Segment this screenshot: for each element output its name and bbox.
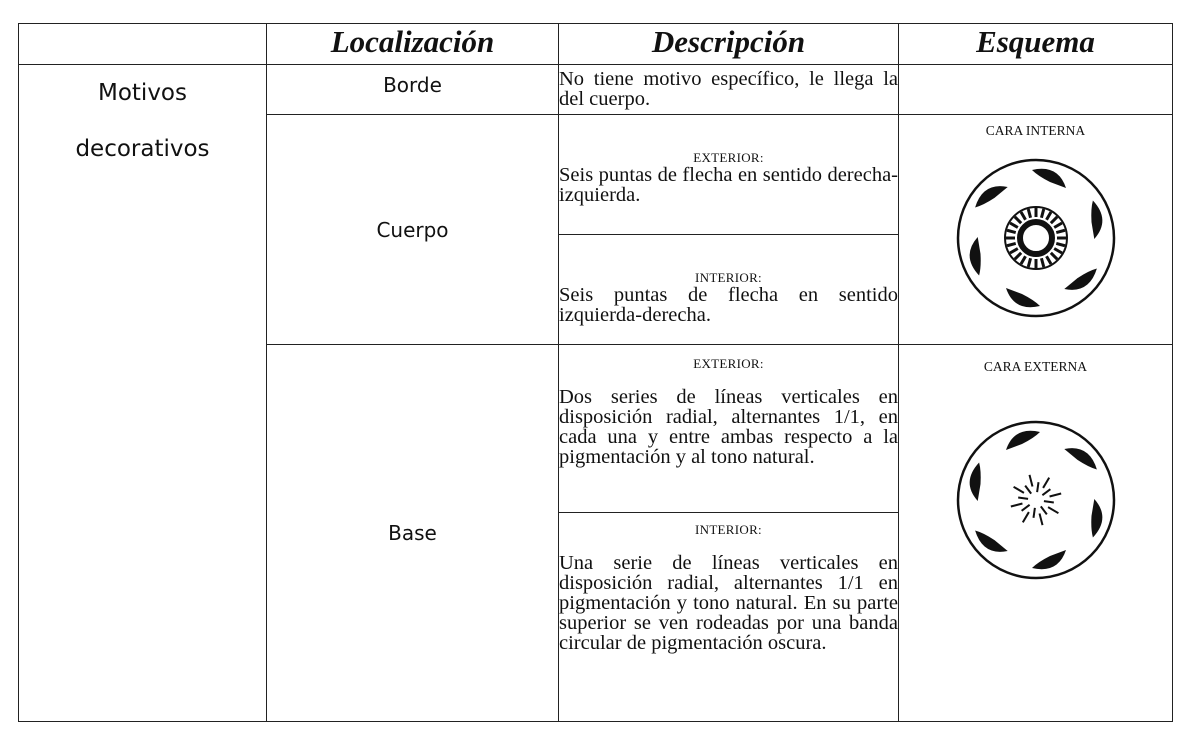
base-exterior-text: Dos series de líneas verticales en dispo…	[559, 386, 898, 468]
desc-borde: No tiene motivo específico, le llega la …	[558, 64, 899, 115]
arrowhead-motif	[974, 186, 1008, 208]
esquema-base: CARA EXTERNA	[898, 344, 1173, 722]
loc-base-text: Base	[388, 521, 437, 545]
radial-tick	[1008, 247, 1019, 255]
arrowhead-motif	[1090, 200, 1102, 239]
radial-tick	[1044, 211, 1052, 221]
motivos-decorativos-label: Motivos decorativos	[18, 64, 267, 722]
radial-tick	[1039, 208, 1045, 219]
radial-dash	[1012, 485, 1024, 494]
arrowhead-motif	[1063, 448, 1097, 470]
rosette-outer-ring	[956, 420, 1115, 580]
radial-tick	[1006, 228, 1016, 235]
arrowhead-motif	[1090, 499, 1102, 538]
arrowhead-motif	[1031, 550, 1066, 570]
radial-tick	[1049, 215, 1058, 225]
radial-dash	[1041, 477, 1050, 489]
radial-tick	[1055, 228, 1065, 235]
rosette-center-ring	[1016, 219, 1055, 257]
radial-tick	[1013, 215, 1022, 225]
arrowhead-motif	[1005, 288, 1040, 308]
header-esquema: Esquema	[898, 23, 1173, 65]
radial-dash	[1010, 502, 1023, 508]
header-descripcion: Descripción	[558, 23, 899, 65]
arrowhead-motif	[1063, 268, 1097, 290]
left-label-line1: Motivos	[98, 80, 187, 106]
radial-dash	[1035, 482, 1040, 493]
radial-tick	[1049, 251, 1058, 261]
radial-dash	[1047, 506, 1059, 515]
radial-dash	[1048, 492, 1061, 498]
header-empty-cell	[18, 23, 267, 65]
radial-dash	[1038, 513, 1043, 526]
loc-cuerpo: Cuerpo	[266, 114, 559, 345]
radial-tick	[1044, 255, 1052, 265]
base-interior-tag: INTERIOR:	[695, 522, 762, 537]
rosette-tick-ring	[1003, 206, 1068, 270]
arrowhead-motif	[1005, 430, 1040, 450]
radial-tick	[1052, 221, 1063, 229]
cuerpo-exterior-tag: EXTERIOR:	[693, 150, 764, 165]
cuerpo-exterior-text: Seis puntas de flecha en sentido derecha…	[559, 164, 898, 206]
base-exterior-tag: EXTERIOR:	[693, 356, 764, 371]
cuerpo-interior-text: Seis puntas de flecha en sentido izquier…	[559, 284, 898, 326]
desc-cuerpo-interior: INTERIOR: Seis puntas de flecha en senti…	[558, 234, 899, 345]
loc-borde-text: Borde	[383, 73, 442, 97]
loc-cuerpo-text: Cuerpo	[376, 217, 449, 242]
radial-tick	[1052, 247, 1063, 255]
desc-base-exterior: EXTERIOR: Dos series de líneas verticale…	[558, 344, 899, 513]
arrowhead-motif	[969, 462, 981, 501]
rosette-outer-ring	[956, 158, 1115, 318]
radial-dash	[1028, 474, 1033, 487]
radial-tick	[1019, 255, 1027, 265]
radial-tick	[1008, 221, 1019, 229]
radial-dash	[1023, 485, 1032, 495]
radial-tick	[1019, 211, 1027, 221]
loc-borde: Borde	[266, 64, 559, 115]
cuerpo-interior-tag: INTERIOR:	[695, 270, 762, 285]
cara-externa-caption: CARA EXTERNA	[983, 359, 1088, 374]
radial-dash	[1021, 511, 1030, 523]
header-localizacion: Localización	[266, 23, 559, 65]
radial-tick	[1039, 257, 1045, 268]
esquema-cuerpo: CARA INTERNA	[898, 114, 1173, 345]
radial-dash	[1017, 496, 1028, 500]
radial-tick	[1026, 257, 1032, 268]
radial-tick	[1055, 241, 1065, 248]
loc-base: Base	[266, 344, 559, 722]
outer-face-rosette-icon	[956, 420, 1115, 580]
desc-cuerpo-exterior: EXTERIOR: Seis puntas de flecha en senti…	[558, 114, 899, 235]
desc-base-interior: INTERIOR: Una serie de líneas verticales…	[558, 512, 899, 722]
left-label-line2: decorativos	[75, 136, 210, 162]
radial-dash	[1043, 500, 1054, 504]
radial-dash	[1039, 505, 1048, 515]
arrowhead-motif	[1031, 168, 1066, 188]
inner-face-rosette-icon	[956, 158, 1115, 318]
radial-dash	[1041, 488, 1051, 496]
radial-tick	[1013, 251, 1022, 261]
radial-tick	[1006, 241, 1016, 248]
radial-dash	[1020, 504, 1030, 512]
radial-dash	[1031, 507, 1036, 518]
base-interior-text: Una serie de líneas verticales en dispos…	[559, 552, 898, 654]
decorative-motifs-table: Localización Descripción Esquema Motivos…	[18, 23, 1173, 722]
arrowhead-motif	[969, 237, 981, 276]
arrowhead-motif	[974, 530, 1008, 552]
radial-tick	[1026, 208, 1032, 219]
cara-interna-caption: CARA INTERNA	[985, 123, 1086, 138]
esquema-borde-empty	[898, 64, 1173, 115]
